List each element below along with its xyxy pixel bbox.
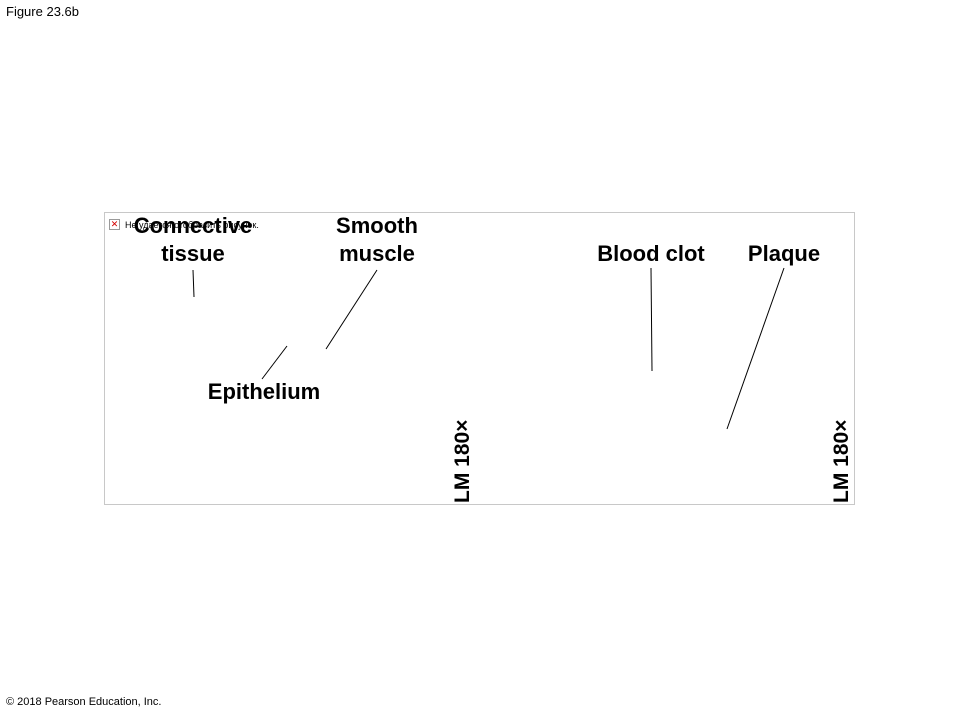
label-blood-clot: Blood clot: [597, 241, 705, 266]
label-smooth-muscle-line-2: muscle: [339, 241, 415, 266]
label-epithelium: Epithelium: [207, 379, 321, 404]
broken-image-icon: ✕: [109, 219, 120, 230]
magnification-left: LM 180×: [451, 419, 474, 503]
broken-image-placeholder: ✕ Не удается отобразить рисунок.: [109, 219, 259, 230]
label-smooth-muscle: Smooth muscle: [322, 212, 432, 268]
label-connective-tissue-line-1: Connective: [133, 213, 253, 238]
broken-image-alt-text: Не удается отобразить рисунок.: [125, 219, 259, 230]
label-connective-tissue: Connective tissue: [124, 212, 262, 268]
magnification-right: LM 180×: [830, 419, 853, 503]
figure-label: Figure 23.6b: [6, 4, 79, 19]
copyright-notice: © 2018 Pearson Education, Inc.: [6, 696, 162, 708]
label-plaque: Plaque: [747, 241, 821, 266]
label-smooth-muscle-line-1: Smooth: [336, 213, 418, 238]
label-connective-tissue-line-2: tissue: [161, 241, 225, 266]
